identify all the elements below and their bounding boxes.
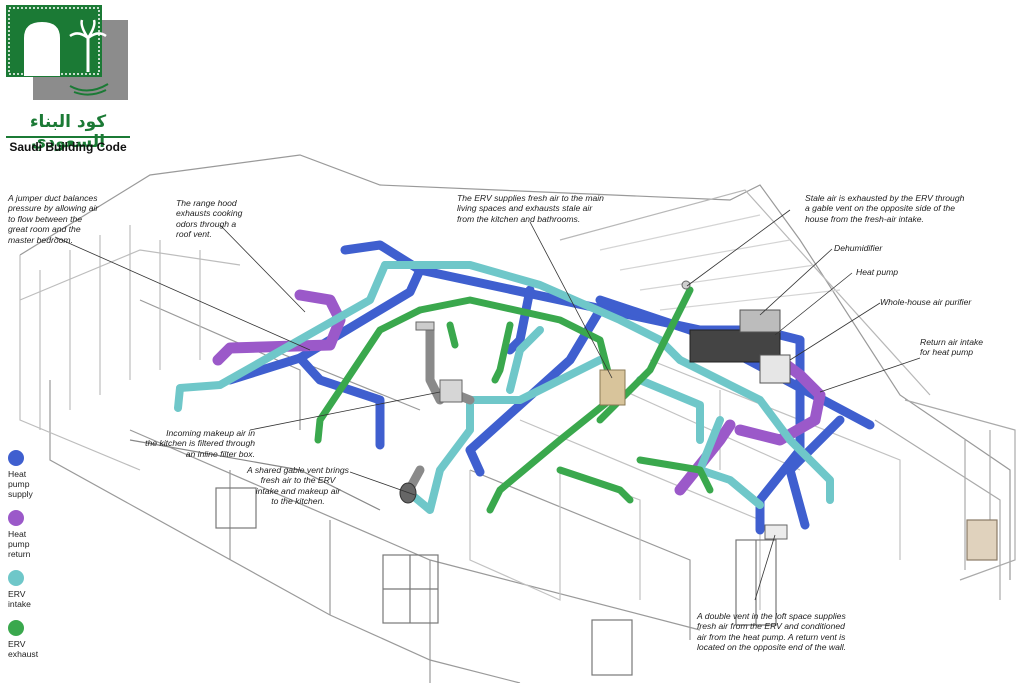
callout-erv-supply: The ERV supplies fresh air to the main l… bbox=[457, 193, 627, 224]
callout-line: intake and makeup air bbox=[255, 485, 341, 496]
legend-label: ERV bbox=[8, 589, 26, 599]
callout-line: The range hood bbox=[176, 198, 237, 208]
legend-item-exhaust: ERV exhaust bbox=[8, 620, 56, 659]
equipment bbox=[399, 280, 791, 540]
legend-label: return bbox=[8, 549, 31, 559]
callout-range-hood: The range hood exhausts cooking odors th… bbox=[176, 198, 256, 240]
legend-item-return: Heat pump return bbox=[8, 510, 56, 559]
legend-label: pump bbox=[8, 539, 30, 549]
blue-dot-icon bbox=[8, 450, 24, 466]
return-ducts bbox=[212, 289, 826, 496]
logo-emblem bbox=[6, 5, 128, 100]
legend-label: pump bbox=[8, 479, 30, 489]
legend: Heat pump supply Heat pump return ERV in… bbox=[8, 450, 56, 670]
callout-line: house from the fresh-air intake. bbox=[805, 213, 924, 224]
legend-label: Heat bbox=[8, 469, 27, 479]
legend-label: exhaust bbox=[8, 649, 39, 659]
callout-line: for heat pump bbox=[920, 347, 974, 358]
callout-double-vent: A double vent in the loft space supplies… bbox=[697, 611, 887, 653]
callout-line: to the kitchen. bbox=[271, 496, 325, 507]
callout-line: Stale air is exhausted by the ERV throug… bbox=[805, 193, 965, 203]
callout-line: Heat pump bbox=[856, 267, 899, 277]
callout-line: air from the heat pump. A return vent is bbox=[697, 631, 846, 642]
callout-line: odors through a bbox=[176, 218, 237, 229]
callout-line: A shared gable vent brings bbox=[247, 465, 349, 475]
callout-line: The ERV supplies fresh air to the main bbox=[457, 193, 604, 203]
callout-line: an inline filter box. bbox=[185, 448, 255, 459]
green-dot-icon bbox=[8, 620, 24, 636]
leader-lines bbox=[54, 209, 921, 601]
callout-line: the kitchen is filtered through bbox=[145, 438, 255, 449]
callout-line: A jumper duct balances bbox=[8, 193, 98, 203]
label-dehumidifier: Dehumidifier bbox=[834, 243, 914, 253]
legend-label: Heat bbox=[8, 529, 27, 539]
callout-line: fresh air to the ERV bbox=[260, 475, 336, 486]
callout-line: exhausts cooking bbox=[176, 208, 243, 219]
callout-line: Whole-house air purifier bbox=[880, 297, 972, 307]
callout-stale-air: Stale air is exhausted by the ERV throug… bbox=[805, 193, 995, 224]
callout-jumper-duct: A jumper duct balances pressure by allow… bbox=[8, 193, 118, 245]
legend-item-intake: ERV intake bbox=[8, 570, 56, 609]
callout-line: fresh air from the ERV and conditioned bbox=[697, 621, 845, 632]
callout-line: roof vent. bbox=[176, 229, 212, 240]
callout-line: Return air intake bbox=[920, 337, 984, 347]
callout-line: a gable vent on the opposite side of the bbox=[805, 203, 956, 214]
callout-line: Incoming makeup air in bbox=[166, 428, 255, 438]
legend-label: ERV bbox=[8, 639, 26, 649]
purple-dot-icon bbox=[8, 510, 24, 526]
callout-line: living spaces and exhausts stale air bbox=[457, 203, 593, 214]
teal-dot-icon bbox=[8, 570, 24, 586]
callout-line: from the kitchen and bathrooms. bbox=[457, 213, 581, 224]
exhaust-ducts bbox=[314, 286, 714, 514]
callout-line: Dehumidifier bbox=[834, 243, 883, 253]
callout-line: A double vent in the loft space supplies bbox=[697, 611, 846, 621]
house-structure bbox=[19, 154, 1016, 683]
callout-line: pressure by allowing air bbox=[8, 203, 99, 214]
callout-makeup-air: Incoming makeup air in the kitchen is fi… bbox=[130, 428, 255, 459]
callout-gable-vent: A shared gable vent brings fresh air to … bbox=[238, 465, 358, 507]
callout-line: great room and the bbox=[8, 224, 81, 235]
label-air-purifier: Whole-house air purifier bbox=[880, 297, 990, 307]
logo-english-text: Saudi Building Code bbox=[6, 136, 130, 154]
label-heat-pump: Heat pump bbox=[856, 267, 926, 277]
callout-line: located on the opposite end of the wall. bbox=[697, 642, 847, 653]
legend-item-supply: Heat pump supply bbox=[8, 450, 56, 499]
callout-line: master bedroom. bbox=[8, 234, 73, 245]
legend-label: supply bbox=[8, 489, 33, 499]
label-return-intake: Return air intake for heat pump bbox=[920, 337, 1010, 358]
legend-label: intake bbox=[8, 599, 31, 609]
callout-line: to flow between the bbox=[8, 213, 83, 224]
